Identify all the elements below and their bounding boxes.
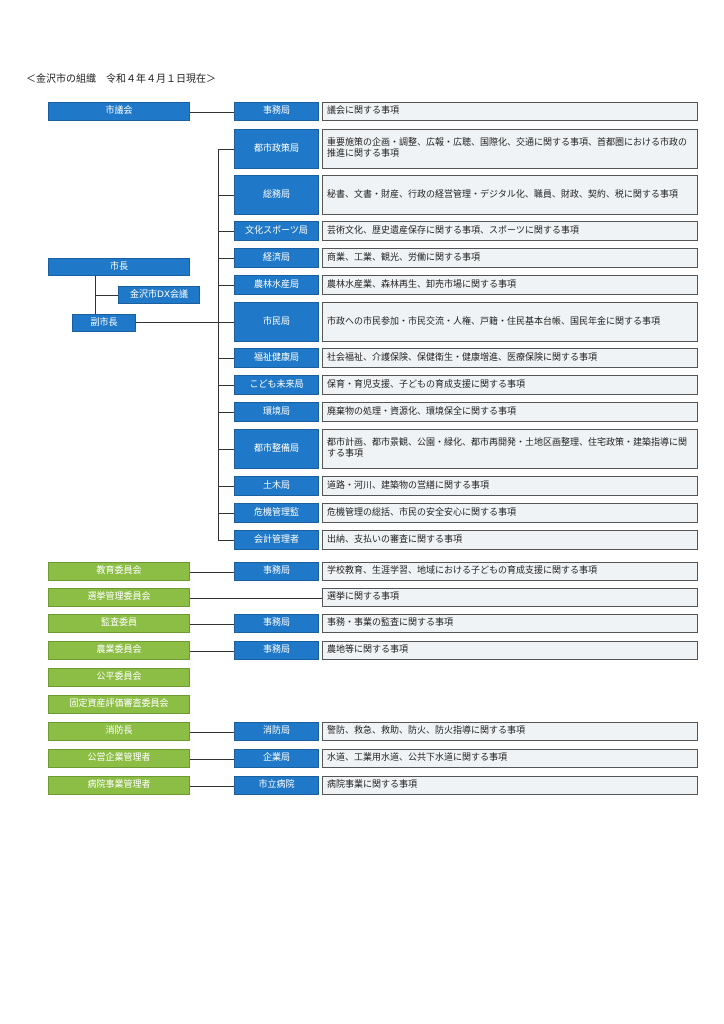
commission-office-box: 市立病院	[234, 776, 319, 795]
connector-line	[218, 149, 219, 541]
commission-office-box: 企業局	[234, 749, 319, 768]
commission-duty: 学校教育、生涯学習、地域における子どもの育成支援に関する事項	[322, 562, 698, 581]
assembly-box: 市議会	[48, 102, 190, 121]
commission-office-box: 事務局	[234, 641, 319, 660]
commission-duty: 警防、救急、救助、防火、防火指導に関する事項	[322, 722, 698, 741]
commission-duty: 水道、工業用水道、公共下水道に関する事項	[322, 749, 698, 768]
department-box: 経済局	[234, 248, 319, 268]
commission-duty: 農地等に関する事項	[322, 641, 698, 660]
connector-line	[218, 412, 234, 413]
commission-box: 消防長	[48, 722, 190, 741]
connector-line	[190, 650, 234, 652]
connector-line	[190, 758, 234, 760]
connector-line	[136, 322, 218, 323]
connector-line	[190, 623, 234, 625]
connector-line	[218, 513, 234, 514]
department-duty: 危機管理の総括、市民の安全安心に関する事項	[322, 503, 698, 523]
connector-line	[218, 358, 234, 359]
department-duty: 重要施策の企画・調整、広報・広聴、国際化、交通に関する事項、首都圏における市政の…	[322, 129, 698, 169]
department-box: 福祉健康局	[234, 348, 319, 368]
page-title: ＜金沢市の組織 令和４年４月１日現在＞	[26, 74, 216, 85]
mayor-box: 市長	[48, 258, 190, 276]
department-box: 都市政策局	[234, 129, 319, 169]
connector-line	[218, 486, 234, 487]
dx-council-box: 金沢市DX会議	[118, 286, 200, 304]
department-box: 文化スポーツ局	[234, 221, 319, 241]
department-box: 土木局	[234, 476, 319, 496]
connector-line	[218, 231, 234, 232]
connector-line	[218, 322, 234, 323]
connector-line	[190, 111, 234, 113]
department-box: 農林水産局	[234, 275, 319, 295]
assembly-office-box: 事務局	[234, 102, 319, 121]
assembly-duty: 議会に関する事項	[322, 102, 698, 121]
connector-line	[218, 449, 234, 450]
department-box: 都市整備局	[234, 429, 319, 469]
connector-line	[95, 295, 118, 296]
department-box: 会計管理者	[234, 530, 319, 550]
commission-box: 病院事業管理者	[48, 776, 190, 795]
department-duty: 芸術文化、歴史遺産保存に関する事項、スポーツに関する事項	[322, 221, 698, 241]
department-box: 市民局	[234, 302, 319, 342]
department-duty: 道路・河川、建築物の営繕に関する事項	[322, 476, 698, 496]
connector-line	[190, 785, 234, 787]
commission-office-box: 消防局	[234, 722, 319, 741]
connector-line	[190, 597, 322, 599]
connector-line	[190, 731, 234, 733]
commission-duty: 選挙に関する事項	[322, 588, 698, 607]
connector-line	[190, 571, 234, 573]
department-duty: 農林水産業、森林再生、卸売市場に関する事項	[322, 275, 698, 295]
connector-line	[218, 149, 234, 150]
commission-duty: 病院事業に関する事項	[322, 776, 698, 795]
connector-line	[218, 385, 234, 386]
commission-box: 農業委員会	[48, 641, 190, 660]
commission-box: 公平委員会	[48, 668, 190, 687]
deputy-mayor-box: 副市長	[72, 314, 136, 332]
department-duty: 保育・育児支援、子どもの育成支援に関する事項	[322, 375, 698, 395]
department-duty: 商業、工業、観光、労働に関する事項	[322, 248, 698, 268]
commission-office-box: 事務局	[234, 614, 319, 633]
department-duty: 秘書、文書・財産、行政の経営管理・デジタル化、職員、財政、契約、税に関する事項	[322, 175, 698, 215]
commission-box: 教育委員会	[48, 562, 190, 581]
department-duty: 社会福祉、介護保険、保健衛生・健康増進、医療保険に関する事項	[322, 348, 698, 368]
commission-office-box: 事務局	[234, 562, 319, 581]
department-box: こども未来局	[234, 375, 319, 395]
connector-line	[218, 258, 234, 259]
department-duty: 廃棄物の処理・資源化、環境保全に関する事項	[322, 402, 698, 422]
commission-box: 固定資産評価審査委員会	[48, 695, 190, 714]
connector-line	[218, 540, 234, 541]
department-duty: 市政への市民参加・市民交流・人権、戸籍・住民基本台帳、国民年金に関する事項	[322, 302, 698, 342]
department-box: 総務局	[234, 175, 319, 215]
commission-box: 公営企業管理者	[48, 749, 190, 768]
department-duty: 都市計画、都市景観、公園・緑化、都市再開発・土地区画整理、住宅政策・建築指導に関…	[322, 429, 698, 469]
commission-box: 監査委員	[48, 614, 190, 633]
connector-line	[218, 195, 234, 196]
connector-line	[218, 285, 234, 286]
commission-box: 選挙管理委員会	[48, 588, 190, 607]
commission-duty: 事務・事業の監査に関する事項	[322, 614, 698, 633]
department-box: 危機管理監	[234, 503, 319, 523]
department-duty: 出納、支払いの審査に関する事項	[322, 530, 698, 550]
department-box: 環境局	[234, 402, 319, 422]
